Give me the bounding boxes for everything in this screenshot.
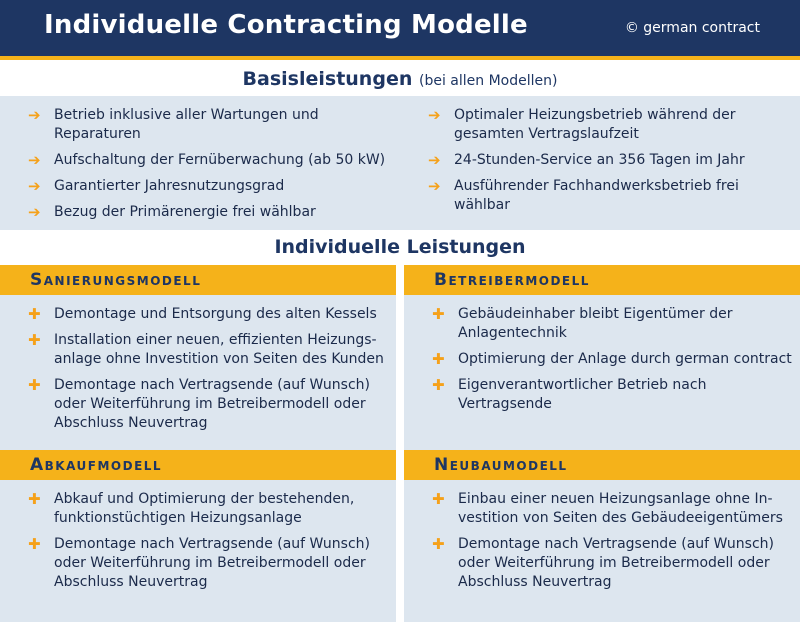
plus-icon: ✚ (432, 376, 445, 394)
model-list: ✚Gebäudeinhaber bleibt Eigentümer der An… (432, 305, 792, 421)
page-title: Individuelle Contracting Modelle (44, 10, 528, 40)
list-item: ➔Garantierter Jahresnutzungsgrad (28, 177, 285, 195)
arrow-right-icon: ➔ (428, 177, 441, 195)
plus-icon: ✚ (28, 376, 41, 394)
arrow-right-icon: ➔ (428, 151, 441, 169)
plus-icon: ✚ (28, 331, 41, 349)
arrow-right-icon: ➔ (28, 106, 41, 124)
list-item: ➔Ausführender Fachhandwerksbetrieb frei … (428, 177, 739, 213)
model-title: Abkaufmodell (30, 455, 163, 475)
plus-icon: ✚ (432, 305, 445, 323)
model-body: ✚Einbau einer neuen Heizungsanlage ohne … (404, 480, 800, 622)
model-title: Neubaumodell (434, 455, 568, 475)
model-header: Neubaumodell (404, 450, 800, 480)
model-header: Abkaufmodell (0, 450, 396, 480)
list-item: ➔Bezug der Primärenergie frei wählbar (28, 203, 316, 221)
list-item: ✚Demontage nach Vertragsende (auf Wunsch… (432, 535, 774, 590)
arrow-right-icon: ➔ (28, 177, 41, 195)
arrow-right-icon: ➔ (28, 151, 41, 169)
model-body: ✚Gebäudeinhaber bleibt Eigentümer der An… (404, 295, 800, 450)
list-item: ➔Aufschaltung der Fernüberwachung (ab 50… (28, 151, 386, 169)
list-item: ✚Demontage und Entsorgung des alten Kess… (28, 305, 377, 323)
header-bar: Individuelle Contracting Modelle © germa… (0, 0, 800, 60)
basis-subtitle: (bei allen Modellen) (418, 73, 558, 89)
model-title: Sanierungsmodell (30, 270, 202, 290)
individual-heading: Individuelle Leistungen (274, 236, 526, 258)
model-header: Betreibermodell (404, 265, 800, 295)
model-list: ✚Demontage und Entsorgung des alten Kess… (28, 305, 388, 440)
basis-panel: ➔Betrieb inklusive aller Wartungen und R… (0, 96, 800, 230)
model-list: ✚Abkauf und Optimierung der bestehenden,… (28, 490, 388, 599)
list-item: ✚Eigenverantwortlicher Betrieb nach Vert… (432, 376, 707, 412)
basis-heading: Basisleistungen (bei allen Modellen) (0, 68, 800, 90)
list-item: ➔24-Stunden-Service an 356 Tagen im Jahr (428, 151, 745, 169)
list-item: ✚Abkauf und Optimierung der bestehenden,… (28, 490, 355, 526)
plus-icon: ✚ (432, 490, 445, 508)
model-header: Sanierungsmodell (0, 265, 396, 295)
arrow-right-icon: ➔ (28, 203, 41, 221)
model-list: ✚Einbau einer neuen Heizungsanlage ohne … (432, 490, 792, 599)
list-item: ✚Demontage nach Vertragsende (auf Wunsch… (28, 376, 370, 431)
list-item: ➔Betrieb inklusive aller Wartungen und R… (28, 106, 319, 142)
list-item: ✚Einbau einer neuen Heizungsanlage ohne … (432, 490, 783, 526)
model-body: ✚Demontage und Entsorgung des alten Kess… (0, 295, 396, 450)
plus-icon: ✚ (432, 350, 445, 368)
list-item: ➔Optimaler Heizungsbetrieb während der g… (428, 106, 736, 142)
plus-icon: ✚ (432, 535, 445, 553)
basis-title: Basisleistungen (242, 68, 413, 90)
plus-icon: ✚ (28, 535, 41, 553)
plus-icon: ✚ (28, 305, 41, 323)
plus-icon: ✚ (28, 490, 41, 508)
basis-list-right: ➔Optimaler Heizungsbetrieb während der g… (428, 106, 788, 222)
arrow-right-icon: ➔ (428, 106, 441, 124)
list-item: ✚Optimierung der Anlage durch german con… (432, 350, 792, 368)
copyright-text: © german contract (624, 20, 760, 36)
list-item: ✚Gebäudeinhaber bleibt Eigentümer der An… (432, 305, 733, 341)
list-item: ✚Demontage nach Vertragsende (auf Wunsch… (28, 535, 370, 590)
basis-list-left: ➔Betrieb inklusive aller Wartungen und R… (28, 106, 398, 229)
list-item: ✚Installation einer neuen, effizienten H… (28, 331, 384, 367)
model-title: Betreibermodell (434, 270, 590, 290)
model-body: ✚Abkauf und Optimierung der bestehenden,… (0, 480, 396, 622)
